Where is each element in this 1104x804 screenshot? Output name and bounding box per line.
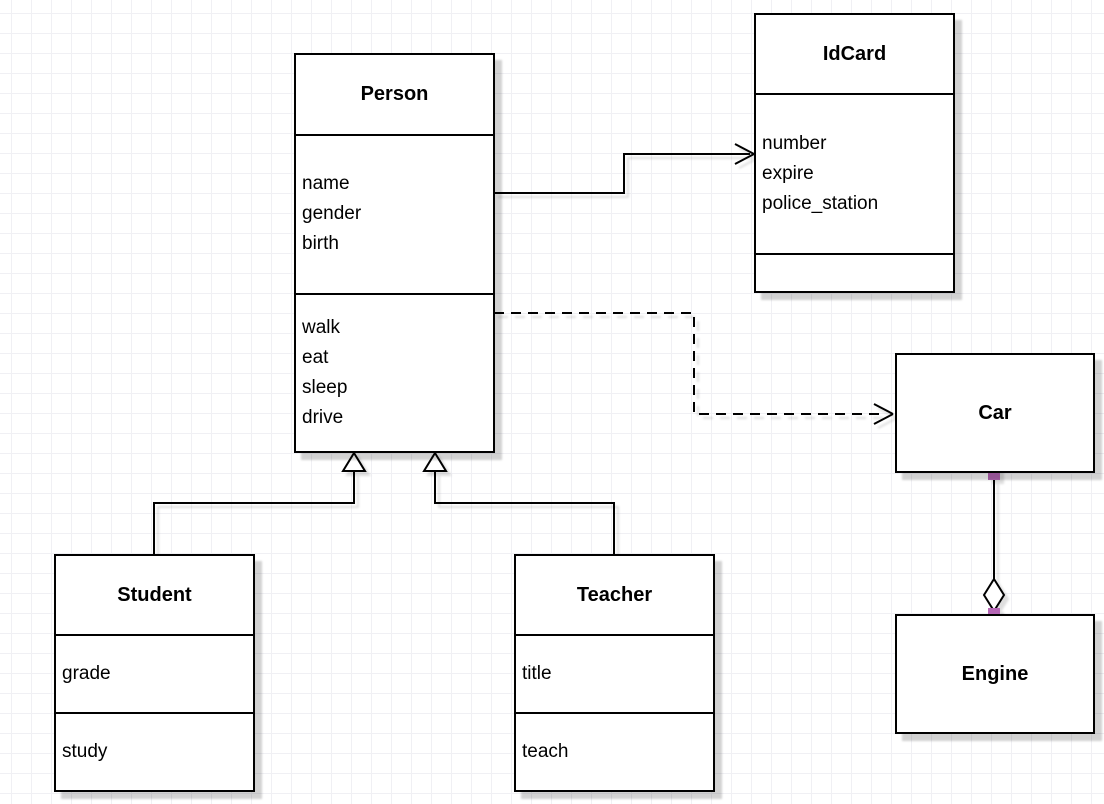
open-arrowhead-icon [734, 143, 755, 165]
class-person[interactable]: Person name gender birth walk eat sleep … [294, 53, 495, 453]
method: sleep [302, 376, 348, 398]
method: drive [302, 406, 344, 428]
class-person-title: Person [360, 83, 429, 105]
aggregation-car-engine[interactable] [982, 468, 1006, 620]
generalization-student-person[interactable] [153, 451, 367, 554]
association-person-idcard[interactable] [494, 143, 755, 194]
class-teacher-attributes: title [516, 634, 713, 712]
class-teacher-title: Teacher [576, 583, 653, 606]
class-student-attributes: grade [56, 634, 253, 712]
method: study [62, 741, 108, 762]
generalization-teacher-person[interactable] [422, 451, 615, 554]
method: walk [302, 316, 341, 338]
class-student[interactable]: Student grade study [54, 554, 255, 792]
hollow-triangle-icon [422, 451, 448, 472]
class-teacher-methods: teach [516, 712, 713, 790]
hollow-diamond-icon [982, 577, 1006, 613]
class-student-title: Student [117, 583, 192, 606]
class-person-attributes: name gender birth [296, 134, 493, 293]
class-idcard-title: IdCard [822, 42, 887, 65]
class-car[interactable]: Car [895, 353, 1095, 473]
class-person-methods: walk eat sleep drive [296, 292, 493, 452]
class-idcard-methods [756, 253, 953, 291]
attribute: name [302, 173, 350, 195]
class-car-title: Car [978, 401, 1012, 424]
attribute: expire [762, 163, 814, 184]
attribute: title [522, 663, 552, 684]
class-idcard[interactable]: IdCard number expire police_station [754, 13, 955, 293]
attribute: birth [302, 233, 339, 255]
open-arrowhead-icon [873, 403, 894, 425]
class-engine[interactable]: Engine [895, 614, 1095, 734]
class-engine-title: Engine [961, 662, 1029, 685]
attribute: number [762, 133, 827, 154]
class-student-methods: study [56, 712, 253, 790]
attribute: police_station [762, 193, 879, 214]
class-idcard-attributes: number expire police_station [756, 93, 953, 253]
attribute: grade [62, 663, 111, 684]
method: teach [522, 741, 569, 762]
dependency-person-car[interactable] [494, 312, 894, 425]
method: eat [302, 346, 329, 368]
attribute: gender [302, 203, 362, 225]
class-teacher[interactable]: Teacher title teach [514, 554, 715, 792]
hollow-triangle-icon [341, 451, 367, 472]
